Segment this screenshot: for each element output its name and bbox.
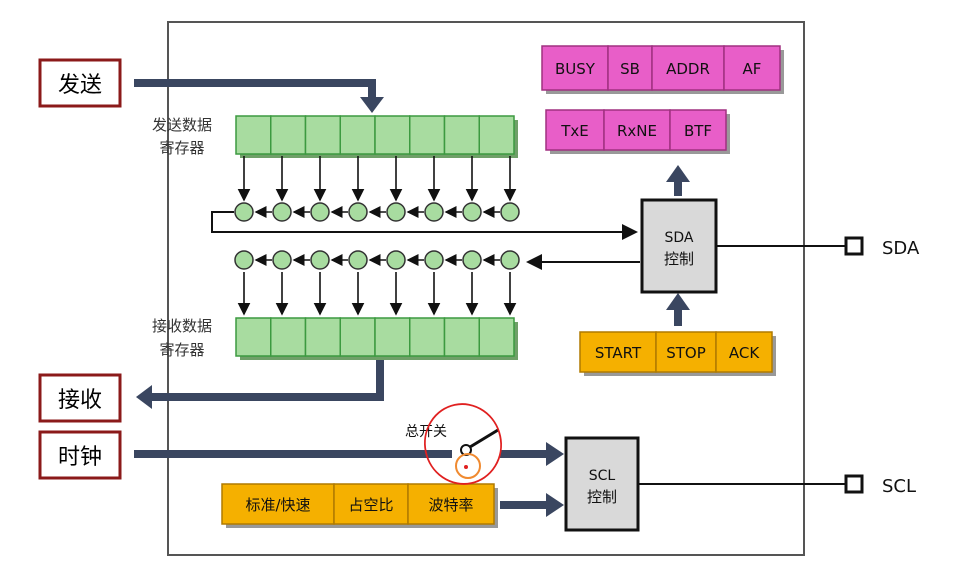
flag-label: STOP bbox=[666, 344, 706, 362]
register-cell bbox=[270, 317, 307, 357]
rx-shift-register bbox=[234, 250, 520, 316]
register-cell bbox=[304, 317, 341, 357]
register-cell bbox=[409, 115, 446, 155]
flag-label: ACK bbox=[729, 344, 760, 362]
flag-label: BTF bbox=[684, 122, 712, 140]
switch-out-arrow-head bbox=[546, 442, 564, 466]
sda-control-block: SDA 控制 bbox=[640, 198, 718, 294]
cursor-dot bbox=[464, 465, 468, 469]
flag-label: RxNE bbox=[617, 122, 657, 140]
shift-bit bbox=[500, 202, 520, 222]
scl-control-label-1: SCL bbox=[589, 468, 616, 484]
tx-register-label-2: 寄存器 bbox=[159, 139, 204, 157]
flag-label: 占空比 bbox=[348, 496, 393, 514]
shift-bit bbox=[234, 202, 254, 222]
register-cell bbox=[339, 115, 376, 155]
shift-bit bbox=[310, 250, 330, 270]
tx-register-label-1: 发送数据 bbox=[152, 116, 212, 134]
sda-pin bbox=[844, 236, 864, 256]
flag-label: 标准/快速 bbox=[245, 496, 310, 514]
register-cell bbox=[374, 317, 411, 357]
register-cell bbox=[339, 317, 376, 357]
tx-serial-line bbox=[211, 211, 638, 240]
status-flags-row-2: TxE RxNE BTF bbox=[545, 109, 730, 154]
sda-control-label-2: 控制 bbox=[664, 250, 694, 268]
flag-cell bbox=[723, 45, 781, 91]
sda-command-bar: START STOP ACK bbox=[579, 331, 776, 376]
flag-cell bbox=[579, 331, 657, 373]
register-cell bbox=[304, 115, 341, 155]
send-arrow-head bbox=[360, 97, 384, 113]
scl-control-label-2: 控制 bbox=[587, 488, 617, 506]
shift-bit bbox=[386, 250, 406, 270]
sda-pin-label: SDA bbox=[882, 238, 920, 259]
send-arrow bbox=[134, 79, 376, 100]
rx-register-label-2: 寄存器 bbox=[159, 341, 204, 359]
flag-label: TxE bbox=[560, 122, 589, 140]
commands-to-sda-arrow-head bbox=[666, 293, 690, 310]
register-cell bbox=[374, 115, 411, 155]
shift-bit bbox=[500, 250, 520, 270]
flag-cell bbox=[545, 109, 605, 151]
config-arrow-head bbox=[546, 493, 564, 517]
master-switch-lever bbox=[469, 428, 499, 449]
shift-bit bbox=[462, 250, 482, 270]
register-cell bbox=[478, 115, 515, 155]
shift-bit bbox=[424, 202, 444, 222]
rx-data-register bbox=[235, 317, 518, 360]
flag-label: AF bbox=[743, 60, 762, 78]
sda-to-status-arrow-head bbox=[666, 165, 690, 182]
flag-cell bbox=[541, 45, 609, 91]
scl-pin bbox=[844, 474, 864, 494]
flag-label: START bbox=[595, 344, 642, 362]
scl-pin-label: SCL bbox=[882, 476, 916, 497]
shift-bit bbox=[348, 250, 368, 270]
register-cell bbox=[235, 115, 272, 155]
flag-label: 波特率 bbox=[428, 496, 473, 514]
flag-label: BUSY bbox=[555, 60, 596, 78]
send-box: 发送 bbox=[38, 58, 122, 108]
clock-label: 时钟 bbox=[58, 445, 102, 470]
orange-cursor-circle bbox=[455, 453, 481, 479]
flag-label: SB bbox=[620, 60, 640, 78]
receive-label: 接收 bbox=[58, 388, 102, 413]
status-flags-row-1: BUSY SB ADDR AF bbox=[541, 45, 784, 94]
register-cell bbox=[235, 317, 272, 357]
shift-bit bbox=[234, 250, 254, 270]
scl-config-bar: 标准/快速 占空比 波特率 bbox=[221, 483, 498, 528]
flag-cell bbox=[221, 483, 335, 525]
shift-bit bbox=[348, 202, 368, 222]
flag-label: ADDR bbox=[666, 60, 710, 78]
flag-cell bbox=[607, 45, 653, 91]
sda-control-label-1: SDA bbox=[665, 230, 694, 246]
flag-cell bbox=[407, 483, 495, 525]
shift-bit bbox=[386, 202, 406, 222]
tx-shift-register bbox=[234, 156, 520, 222]
scl-control-block: SCL 控制 bbox=[564, 436, 640, 532]
rx-register-label-1: 接收数据 bbox=[152, 317, 212, 335]
register-cell bbox=[270, 115, 307, 155]
receive-arrow bbox=[150, 360, 384, 401]
flag-cell bbox=[715, 331, 773, 373]
flag-cell bbox=[669, 109, 727, 151]
register-cell bbox=[409, 317, 446, 357]
receive-arrow-head bbox=[136, 385, 152, 409]
shift-bit bbox=[272, 250, 292, 270]
tx-data-register bbox=[235, 115, 518, 158]
register-cell bbox=[443, 115, 480, 155]
flag-cell bbox=[333, 483, 409, 525]
clock-box: 时钟 bbox=[38, 430, 122, 480]
register-cell bbox=[478, 317, 515, 357]
red-annotation-circle bbox=[424, 403, 502, 485]
shift-bit bbox=[310, 202, 330, 222]
register-cell bbox=[443, 317, 480, 357]
shift-bit bbox=[272, 202, 292, 222]
receive-box: 接收 bbox=[38, 373, 122, 423]
shift-bit bbox=[462, 202, 482, 222]
shift-bit bbox=[424, 250, 444, 270]
send-label: 发送 bbox=[58, 73, 102, 98]
